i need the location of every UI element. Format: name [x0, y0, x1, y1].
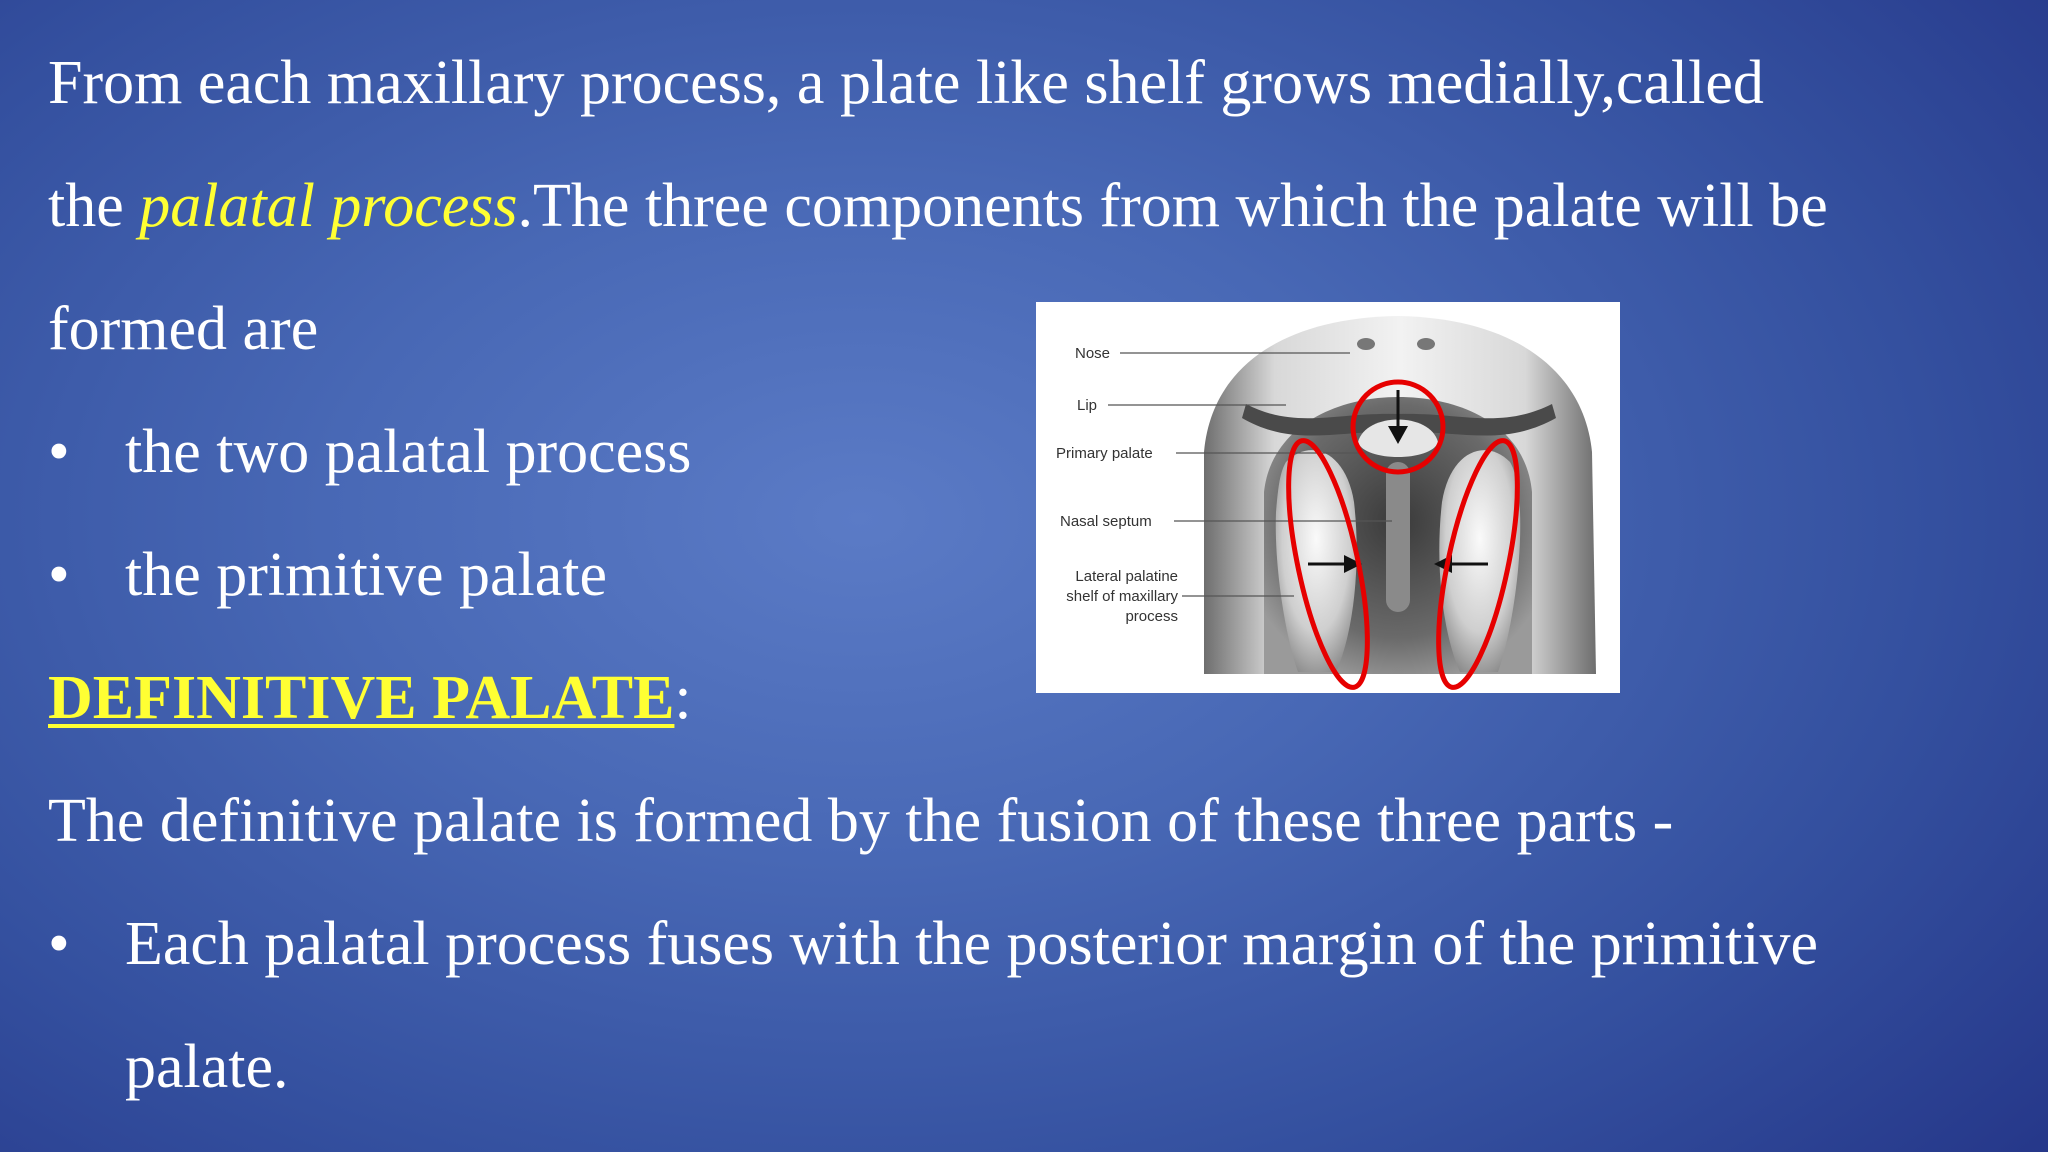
bullet-continuation: palate. — [125, 1033, 289, 1101]
arrows — [1308, 390, 1488, 573]
label-lateral-shelf-1: Lateral palatine — [1075, 568, 1178, 585]
red-ellipse-left-shelf — [1286, 438, 1370, 690]
palatal-process-highlight: palatal process — [139, 172, 518, 240]
palate-diagram-svg: Nose Lip Primary palate Nasal septum Lat… — [1056, 316, 1596, 690]
red-ellipse-right-shelf — [1436, 438, 1520, 690]
label-lip: Lip — [1077, 397, 1097, 414]
label-primary-palate: Primary palate — [1056, 445, 1153, 462]
red-circle-primary-palate — [1350, 379, 1446, 475]
bullet-text: the primitive palate — [125, 541, 608, 609]
definitive-palate-heading: DEFINITIVE PALATE — [48, 664, 675, 732]
nostril-left — [1357, 338, 1375, 350]
text-line-3: formed are — [48, 295, 319, 363]
label-lateral-shelf-2: shelf of maxillary — [1066, 588, 1178, 605]
text-line-2: the palatal process.The three components… — [48, 175, 1828, 237]
arrow-right-head — [1344, 555, 1362, 573]
nostril-right — [1417, 338, 1435, 350]
bullet-icon: • — [48, 541, 70, 609]
bullet-text: Each palatal process fuses with the post… — [125, 910, 1819, 978]
palate-diagram: Nose Lip Primary palate Nasal septum Lat… — [1036, 302, 1620, 693]
bullet-icon: • — [48, 910, 70, 978]
text-line-2-start: the — [48, 172, 140, 240]
nasal-septum — [1386, 462, 1410, 612]
bullet-text: the two palatal process — [125, 418, 692, 486]
label-nose: Nose — [1075, 345, 1110, 362]
label-lateral-shelf-3: process — [1125, 608, 1178, 625]
text-line-2-end: .The three components from which the pal… — [517, 172, 1828, 240]
text-line-1: From each maxillary process, a plate lik… — [48, 49, 1764, 117]
leader-lines — [1108, 352, 1392, 597]
bullet-icon: • — [48, 418, 70, 486]
red-annotations — [1286, 379, 1520, 690]
arrow-down-head — [1388, 426, 1408, 444]
lateral-shelf-left — [1275, 450, 1357, 672]
label-nasal-septum: Nasal septum — [1060, 513, 1152, 530]
text-line-fusion: The definitive palate is formed by the f… — [48, 787, 1674, 855]
section-heading: DEFINITIVE PALATE: — [48, 667, 692, 729]
lateral-shelf-right — [1439, 450, 1521, 672]
heading-colon: : — [674, 664, 692, 732]
